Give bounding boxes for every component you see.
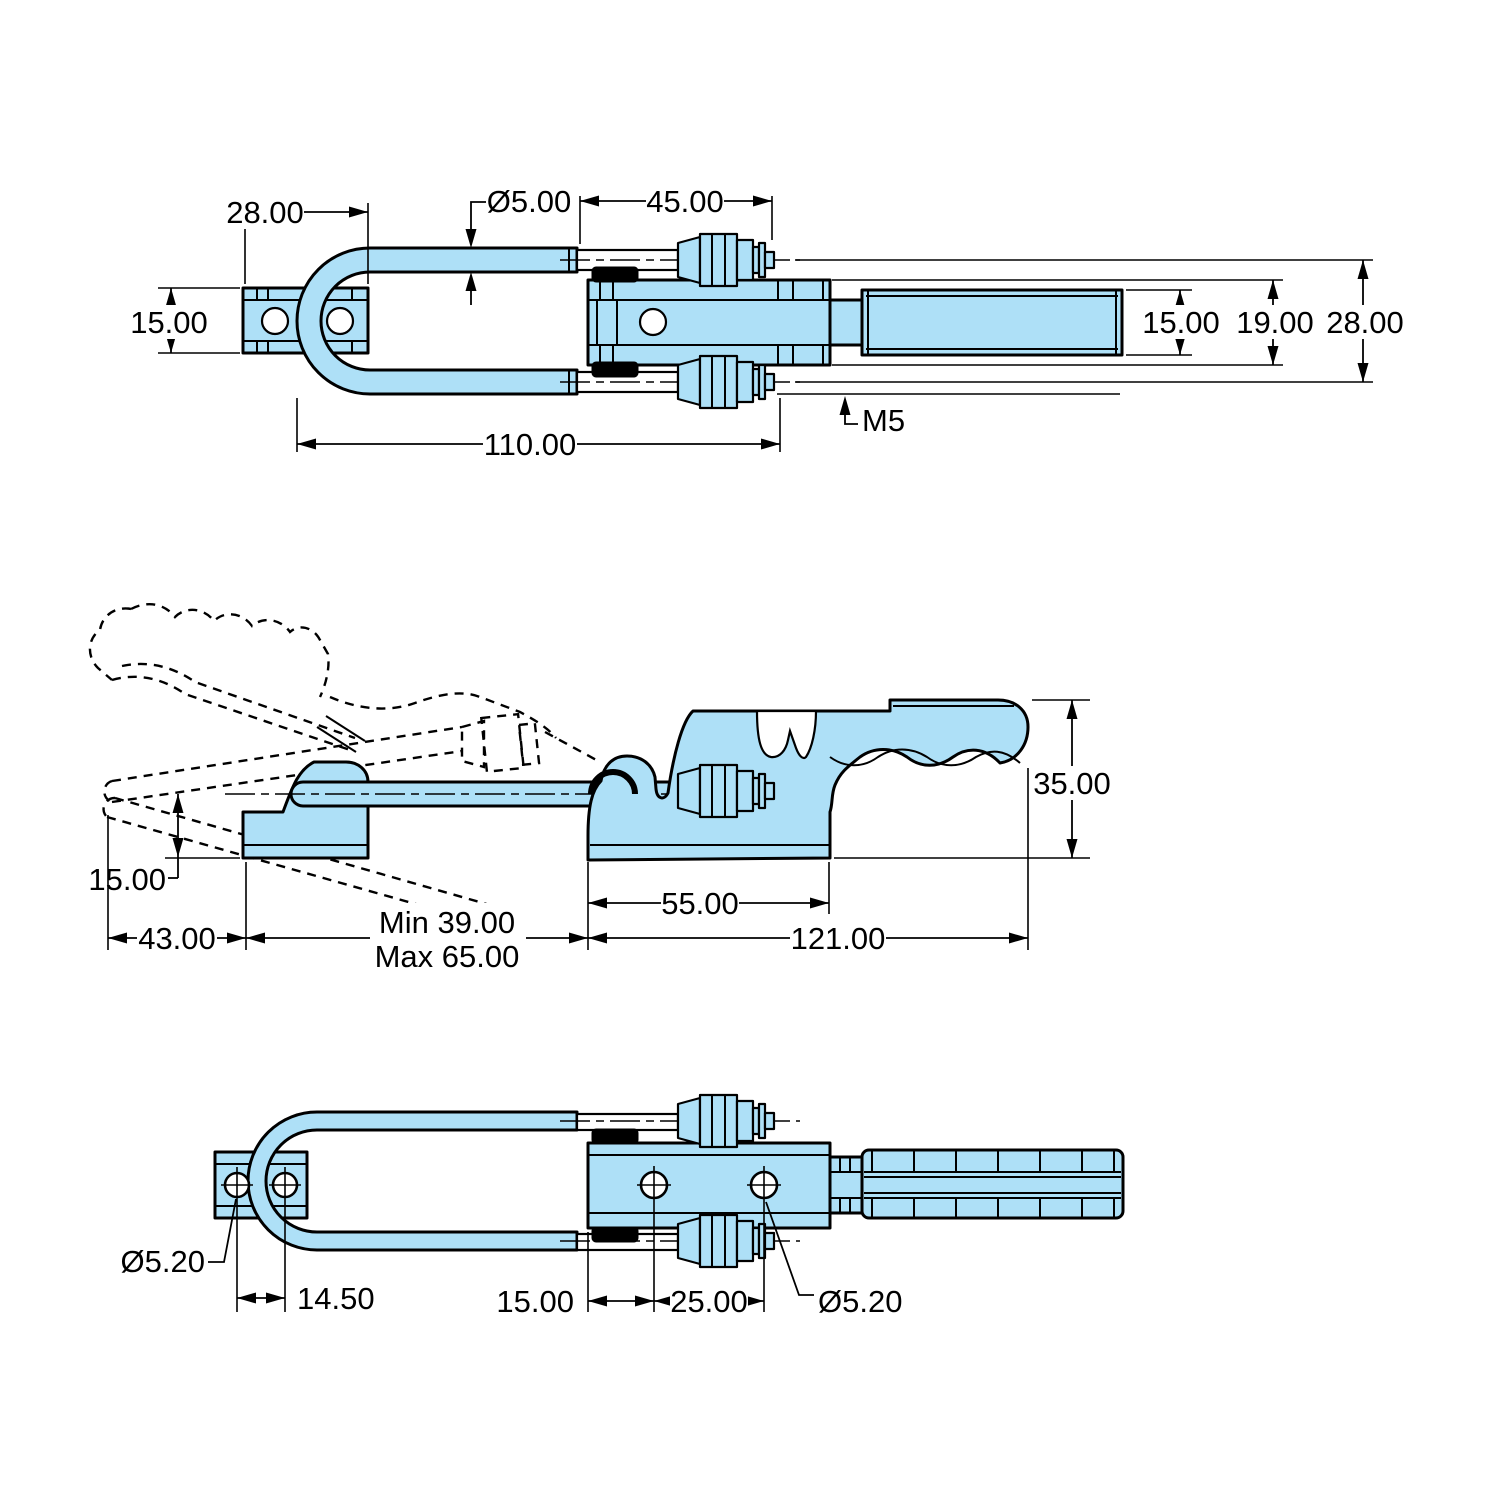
- dim-body-hole-offset: 15.00: [496, 1232, 654, 1319]
- clamp-body-holes: [637, 1166, 781, 1312]
- dim-rod-diameter: Ø5.00: [465, 184, 571, 305]
- spindle-nut-assembly-bottom: [676, 354, 776, 410]
- dim-label: 45.00: [646, 184, 724, 219]
- dim-label: 25.00: [670, 1284, 748, 1319]
- dim-plate-width: 28.00: [226, 195, 369, 284]
- dim-threaded-rod: 45.00: [579, 184, 773, 244]
- dim-grip-width: 15.00: [1142, 290, 1220, 355]
- dim-label: 15.00: [1142, 305, 1220, 340]
- dim-body-width: 19.00: [1236, 280, 1314, 365]
- dim-label: 28.00: [1326, 305, 1404, 340]
- dim-label: Ø5.00: [487, 184, 571, 219]
- toggle-link-line: [316, 726, 357, 753]
- dim-hook-reach: 43.00: [108, 921, 246, 956]
- dim-overall-length: 121.00: [588, 921, 1028, 956]
- dim-latch-hole-diameter: Ø5.20: [121, 1198, 237, 1279]
- dim-latch-range: Min 39.00 Max 65.00: [246, 903, 588, 974]
- dim-ubolt-length: 110.00: [296, 398, 781, 462]
- dim-label: 110.00: [484, 427, 577, 462]
- dim-latch-hole-spacing: 14.50: [237, 1281, 375, 1316]
- rubber-seal: [591, 266, 639, 283]
- pivot-arc: [588, 769, 638, 795]
- spindle-nut-assembly-side: [676, 763, 776, 819]
- dim-label: 15.00: [496, 1284, 574, 1319]
- dim-label: 14.50: [297, 1281, 375, 1316]
- handle-grip-top: [860, 288, 1124, 357]
- dim-label: 121.00: [791, 921, 886, 956]
- dim-label-min: Min 39.00: [379, 905, 515, 940]
- dim-label: 55.00: [661, 886, 739, 921]
- spindle-nut-assembly-top: [676, 232, 776, 288]
- dim-thread-size: M5: [839, 396, 905, 438]
- threaded-rod-bottom: [575, 1112, 680, 1132]
- rubber-seal: [591, 361, 639, 378]
- dim-label: 28.00: [226, 195, 304, 230]
- dim-base-length: 55.00: [588, 886, 829, 921]
- top-view: 28.00 Ø5.00 45.00 15.00: [130, 184, 1404, 462]
- dim-overall-height: 35.00: [834, 699, 1111, 859]
- u-bolt-top: [295, 246, 579, 396]
- latch-plate-hole: [325, 306, 355, 336]
- rubber-seal: [591, 1128, 639, 1145]
- dim-label: 35.00: [1033, 766, 1111, 801]
- dim-label: Ø5.20: [818, 1284, 902, 1319]
- side-view: 35.00 15.00 43.00 Min 39.00 M: [88, 602, 1111, 974]
- bottom-view: Ø5.20 14.50 15.00 25.00 Ø: [121, 1093, 1125, 1319]
- dim-overall-width: 28.00: [1326, 260, 1404, 382]
- u-bolt-bottom: [246, 1110, 579, 1252]
- handle-neck-bottom: [828, 1155, 864, 1215]
- spindle-nut-assembly-bottom-view-2: [676, 1213, 776, 1269]
- dim-base-height: 15.00: [88, 794, 240, 897]
- latch-plate-holes: [221, 1167, 301, 1312]
- spindle-nut-assembly-bottom-view-1: [676, 1093, 776, 1149]
- dim-body-hole-spacing: 25.00: [654, 1240, 765, 1319]
- dim-label: 15.00: [88, 862, 166, 897]
- dim-body-hole-diameter: Ø5.20: [765, 1201, 902, 1319]
- handle-grip-bottom: [860, 1148, 1125, 1220]
- latch-plate-hole: [260, 306, 290, 336]
- dim-label: 19.00: [1236, 305, 1314, 340]
- clamp-body-top: [586, 278, 832, 367]
- rubber-seal: [591, 1226, 639, 1243]
- toggle-link-line: [325, 715, 366, 742]
- dim-label: 43.00: [138, 921, 216, 956]
- hook-slot: [755, 709, 818, 760]
- dim-label: Ø5.20: [121, 1244, 205, 1279]
- dim-plate-height: 15.00: [130, 287, 240, 354]
- clamp-body-handle-side: [586, 698, 1030, 862]
- dim-label: M5: [862, 403, 905, 438]
- dim-label-max: Max 65.00: [375, 939, 520, 974]
- latch-mount-side: [241, 760, 370, 860]
- dim-label: 15.00: [130, 305, 208, 340]
